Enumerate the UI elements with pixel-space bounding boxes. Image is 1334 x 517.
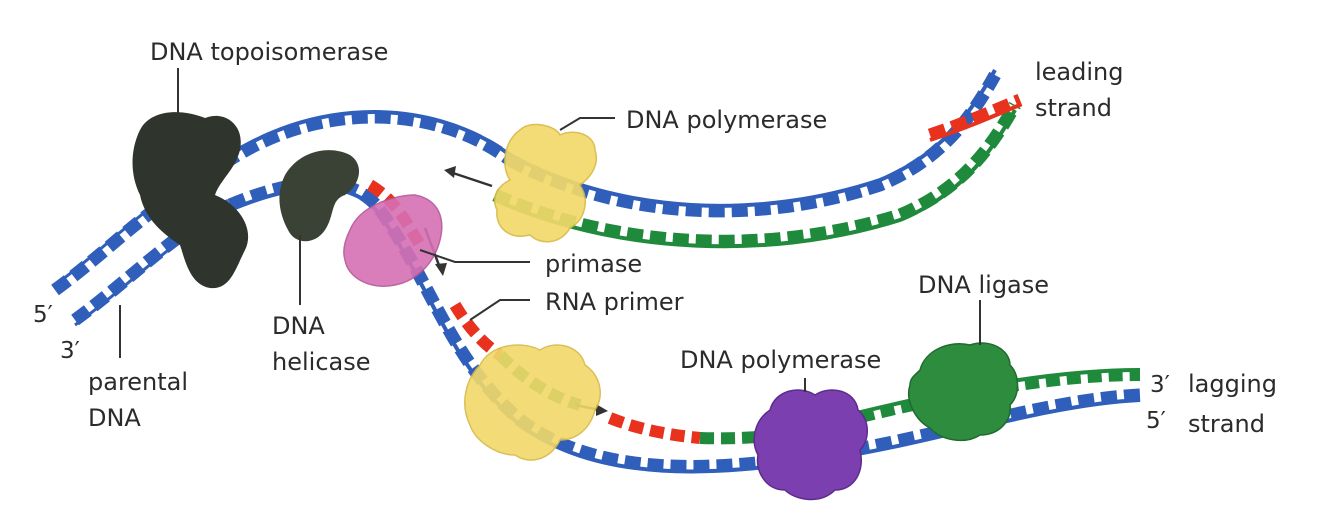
label-helicase: helicase	[272, 348, 370, 376]
label-lagging-strand: strand	[1188, 410, 1265, 438]
ligase-shape	[908, 342, 1019, 442]
label-leading: leading	[1035, 58, 1124, 86]
label-parental: parental	[88, 368, 188, 396]
polymerase-bottom-yellow-shape	[464, 344, 601, 461]
polymerase-purple-shape	[753, 389, 868, 501]
label-3-prime-left: 3′	[60, 338, 80, 364]
leading-new-strand	[492, 93, 1023, 249]
label-dna-ligase: DNA ligase	[918, 271, 1049, 299]
label-polymerase-top: DNA polymerase	[626, 106, 827, 134]
leading-template-strand	[200, 69, 1001, 218]
label-topoisomerase: DNA topoisomerase	[150, 38, 388, 66]
topoisomerase-shape	[132, 112, 249, 289]
label-leading-strand: strand	[1035, 94, 1112, 122]
label-rna-primer: RNA primer	[545, 288, 684, 316]
leader-lines	[119, 68, 981, 392]
label-3-prime-right: 3′	[1150, 372, 1170, 398]
primase-shape	[343, 194, 443, 287]
label-helicase-dna: DNA	[272, 312, 325, 340]
polymerase-top-shape	[493, 123, 597, 243]
label-parental-dna: DNA	[88, 404, 141, 432]
label-5-prime-left: 5′	[33, 302, 53, 328]
label-polymerase-bottom: DNA polymerase	[680, 346, 881, 374]
label-5-prime-right: 5′	[1146, 408, 1166, 434]
label-lagging: lagging	[1188, 370, 1277, 398]
label-primase: primase	[545, 250, 642, 278]
helicase-shape	[279, 150, 360, 242]
